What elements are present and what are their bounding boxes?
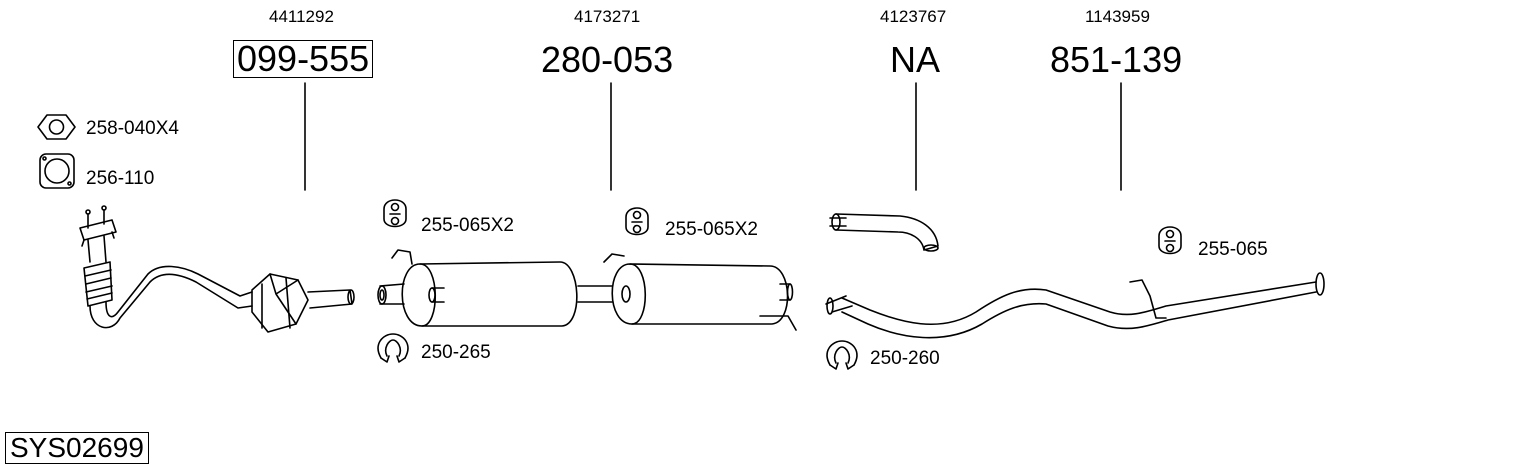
oem-number-tail-pipe: 1143959 bbox=[1085, 7, 1150, 26]
part-number-hanger-3[interactable]: 255-065 bbox=[1198, 239, 1268, 260]
part-number-gasket[interactable]: 256-110 bbox=[86, 168, 155, 189]
rubber-hanger-icon bbox=[1159, 227, 1181, 254]
tail-pipe bbox=[826, 273, 1324, 338]
part-number-middle-muffler[interactable]: 280-053 bbox=[541, 39, 674, 80]
part-number-catalytic-converter[interactable]: 099-555 bbox=[233, 40, 374, 78]
clamp-icon bbox=[827, 341, 857, 369]
front-pipe-catalytic-converter bbox=[80, 206, 354, 332]
oem-number-connector-pipe: 4123767 bbox=[880, 7, 947, 26]
part-number-nut[interactable]: 258-040X4 bbox=[86, 118, 179, 139]
leader-lines bbox=[305, 83, 1121, 190]
part-number-clamp-1[interactable]: 250-265 bbox=[421, 342, 491, 363]
part-number-clamp-2[interactable]: 250-260 bbox=[870, 348, 940, 369]
part-number-tail-pipe[interactable]: 851-139 bbox=[1050, 39, 1183, 80]
connector-pipe bbox=[830, 214, 938, 251]
gasket-icon bbox=[40, 154, 74, 188]
part-number-connector-pipe[interactable]: NA bbox=[890, 39, 941, 80]
middle-silencer-section bbox=[378, 250, 796, 330]
part-number-hanger-1[interactable]: 255-065X2 bbox=[421, 215, 514, 236]
rubber-hanger-icon bbox=[626, 208, 648, 235]
oem-number-catalytic-converter: 4411292 bbox=[269, 7, 334, 26]
system-code: SYS02699 bbox=[5, 432, 149, 464]
part-number-hanger-2[interactable]: 255-065X2 bbox=[665, 219, 758, 240]
rubber-hanger-icon bbox=[384, 200, 406, 227]
nut-icon bbox=[38, 115, 75, 139]
oem-number-middle-muffler: 4173271 bbox=[574, 7, 641, 26]
clamp-icon bbox=[378, 334, 408, 362]
